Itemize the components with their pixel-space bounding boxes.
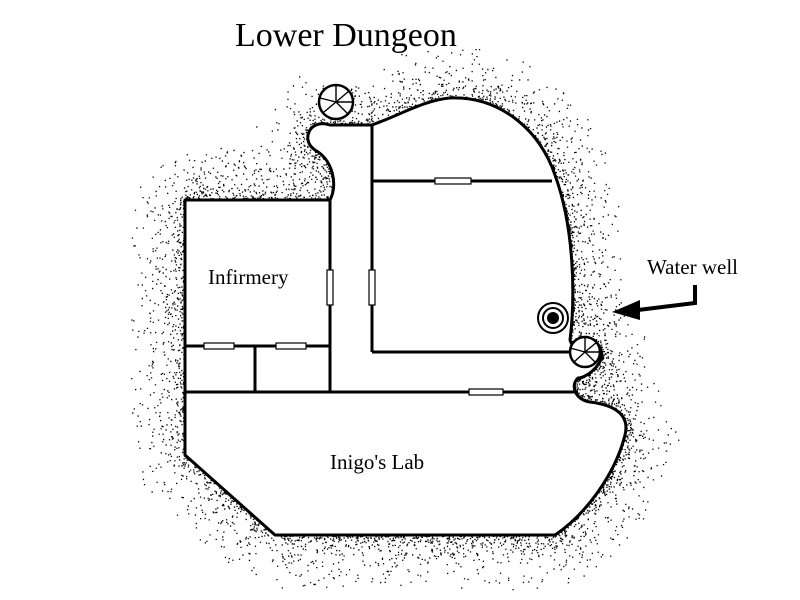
door-corridor-east <box>368 269 376 306</box>
dungeon-outline <box>183 96 628 537</box>
door-lab <box>468 388 504 396</box>
east-spiral-stairs <box>568 335 602 369</box>
annotation-water-well: Water well <box>647 255 738 279</box>
map-title: Lower Dungeon <box>235 17 457 54</box>
doors <box>203 177 504 396</box>
water-well-arrow <box>612 285 697 320</box>
north-spiral-stairs <box>317 83 355 121</box>
room-label-infirmery: Infirmery <box>208 265 289 289</box>
door-small-room-west <box>203 342 235 350</box>
door-small-room-east <box>275 342 307 350</box>
door-upper-east-room <box>434 177 472 185</box>
room-label-inigos-lab: Inigo's Lab <box>330 450 424 474</box>
door-infirmery <box>326 269 334 306</box>
water-well-icon <box>537 302 569 334</box>
